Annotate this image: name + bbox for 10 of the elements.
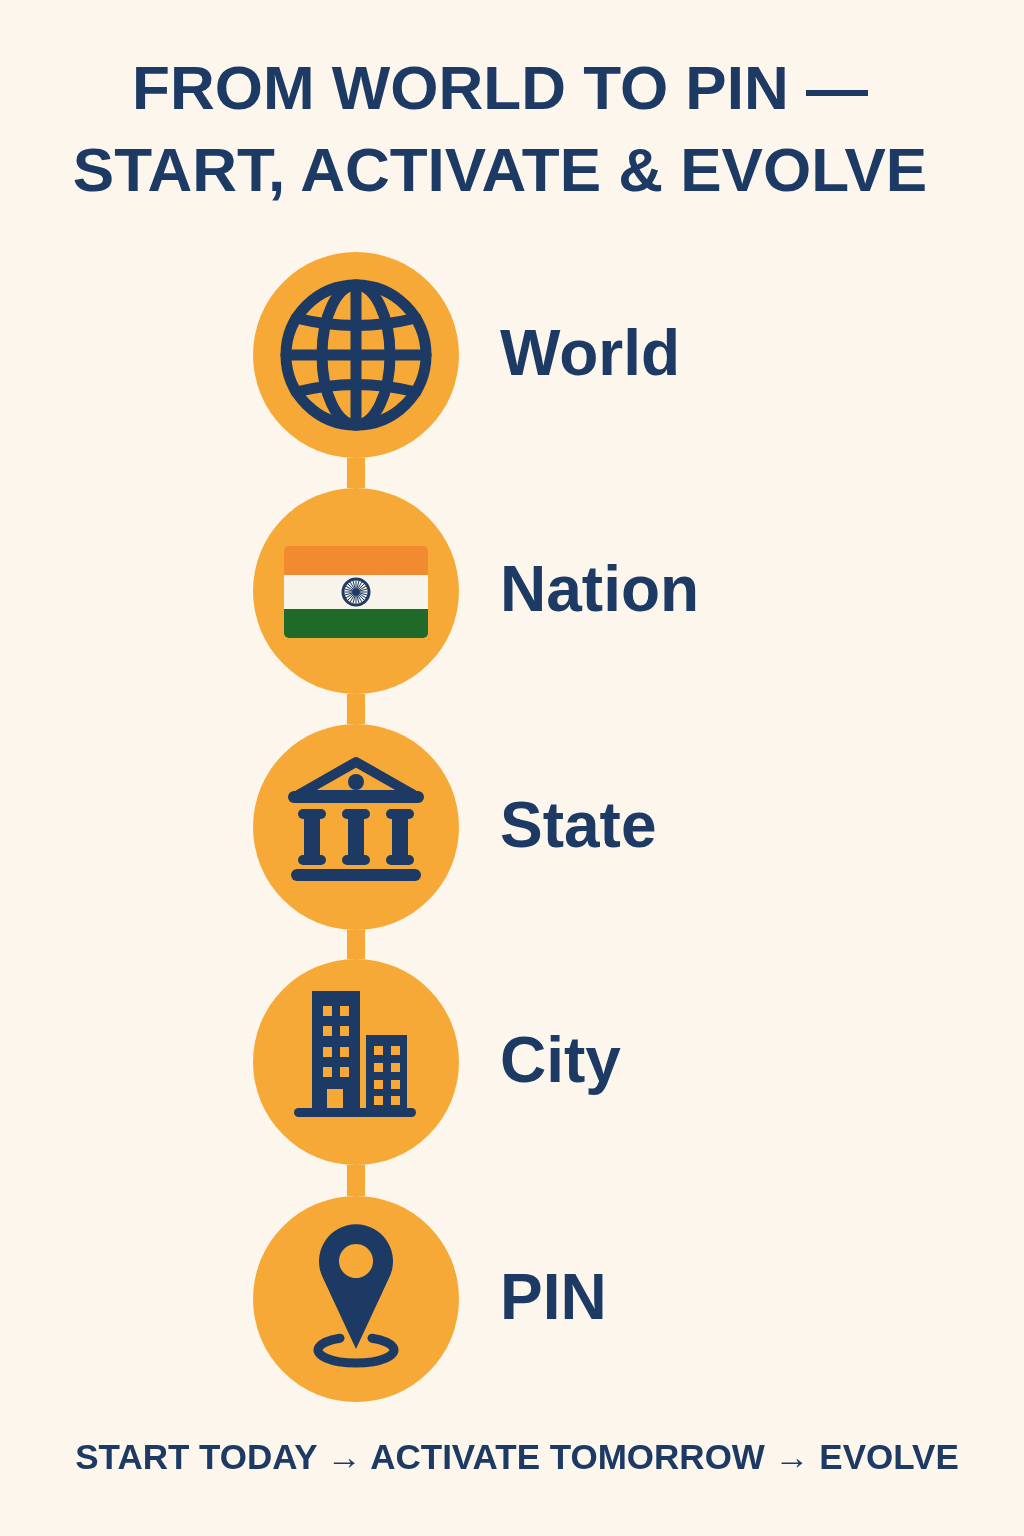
title: FROM WORLD TO PIN — START, ACTIVATE & EVOLVE [71, 52, 929, 206]
connector-line [347, 930, 365, 959]
level-label: Nation [500, 557, 701, 621]
tagline: START TODAY → ACTIVATE TOMORROW → EVOLVE [74, 1439, 960, 1474]
connector-line [347, 1165, 365, 1196]
level-label: World [500, 321, 682, 385]
level-label: PIN [500, 1265, 608, 1329]
connector-line [347, 458, 365, 488]
level-label: State [500, 793, 658, 857]
connector-line [347, 694, 365, 724]
